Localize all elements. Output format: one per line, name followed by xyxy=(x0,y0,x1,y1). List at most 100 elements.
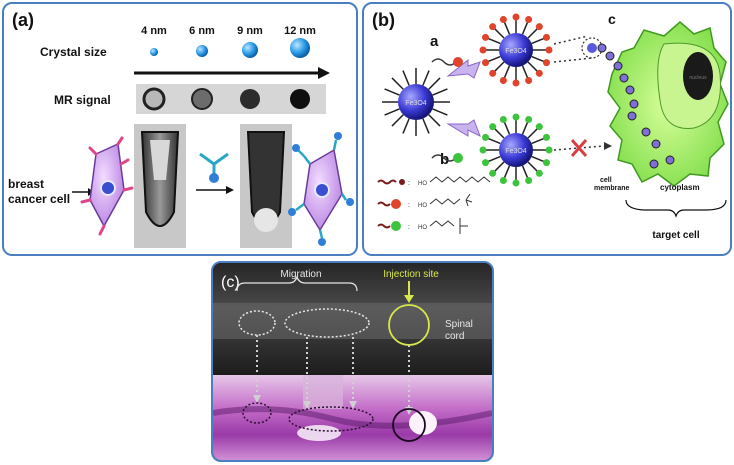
charged-group xyxy=(542,59,550,67)
charged-group xyxy=(525,16,533,24)
ligand-spike xyxy=(527,128,538,139)
route-a-arrow-icon xyxy=(446,58,481,79)
charged-group xyxy=(542,33,550,41)
mr-spot xyxy=(142,87,166,111)
histology-injection-circle xyxy=(392,408,426,442)
targeting-ligand-molecule xyxy=(199,152,229,183)
ligand-spike xyxy=(527,161,538,172)
ligand-spike xyxy=(487,155,501,163)
positive-ligand-head xyxy=(453,57,463,67)
charged-group xyxy=(489,123,497,131)
charged-group xyxy=(499,176,507,184)
ligand-spike xyxy=(503,121,511,135)
histology-slice xyxy=(213,375,492,460)
zoom-nanoparticle xyxy=(587,43,597,53)
panel-a-diagram: Crystal size 4 nm 6 nm 9 nm 12 nm MR sig… xyxy=(8,25,354,248)
breast-cancer-cell xyxy=(80,136,134,236)
charged-group xyxy=(535,169,543,177)
migration-region-1 xyxy=(238,310,276,336)
charged-group xyxy=(512,113,520,121)
migration-bracket xyxy=(236,275,358,292)
mri-tube-before xyxy=(134,124,186,248)
ligand-spike xyxy=(391,114,404,127)
cytoplasm-label: cytoplasm xyxy=(660,183,700,192)
ligand-spike xyxy=(487,55,501,63)
mr-signal-label: MR signal xyxy=(54,93,111,107)
ligand-spike xyxy=(503,165,511,179)
mri-tube-after xyxy=(240,124,292,248)
route-b-arrow-icon xyxy=(446,119,481,138)
ligand-spike xyxy=(428,77,441,90)
charged-group xyxy=(499,76,507,84)
charged-group xyxy=(499,116,507,124)
negative-nanoparticle: Fe3O4 xyxy=(479,113,553,187)
ligand-spike xyxy=(494,161,505,172)
ligand-spike xyxy=(428,114,441,127)
size-label: 6 nm xyxy=(189,25,215,37)
ligand-spike xyxy=(487,37,501,45)
panel-b: (b) Fe3O4 Fe3O4 Fe3O4 xyxy=(362,2,732,256)
svg-text::: : xyxy=(408,224,410,231)
mr-spot xyxy=(240,89,260,109)
ligand-spike xyxy=(422,70,430,86)
svg-text::: : xyxy=(408,180,410,187)
charged-group xyxy=(512,79,520,87)
mr-spot xyxy=(191,88,213,110)
charged-group xyxy=(482,133,490,141)
charged-group xyxy=(489,169,497,177)
ligand-spike xyxy=(503,21,511,35)
ligand-spike xyxy=(527,61,538,72)
ligand-spike xyxy=(494,61,505,72)
charged-group xyxy=(525,116,533,124)
ligand-spike xyxy=(531,155,545,163)
charged-group xyxy=(489,69,497,77)
charged-group xyxy=(535,69,543,77)
nanoparticle-4nm xyxy=(150,48,158,56)
panel-c-label: (c) xyxy=(221,274,240,291)
charged-group xyxy=(479,146,487,154)
arrow-head-icon xyxy=(604,142,612,150)
zoom-link xyxy=(553,35,589,45)
charged-group xyxy=(482,59,490,67)
arrow-head-icon xyxy=(226,186,234,194)
svg-text::: : xyxy=(408,202,410,209)
panel-c: (c) Migration Injection site Spinal cord xyxy=(211,261,494,462)
cell-label-line2: cancer cell xyxy=(8,192,70,206)
ligand-spike xyxy=(531,55,545,63)
injection-site-label: Injection site xyxy=(383,269,439,280)
positive-nanoparticle: Fe3O4 xyxy=(479,13,553,87)
targeted-cancer-cell xyxy=(288,132,354,246)
ligand-a xyxy=(431,58,457,66)
ligand-spike xyxy=(521,21,529,35)
charged-group xyxy=(482,159,490,167)
route-a-label: a xyxy=(430,33,439,50)
mr-spot xyxy=(290,89,310,109)
crystal-size-label: Crystal size xyxy=(40,45,107,59)
ligand-legend: : HO : HO : HO xyxy=(377,176,491,234)
ligand-spike xyxy=(521,165,529,179)
charged-group xyxy=(489,23,497,31)
ligand-spike xyxy=(487,137,501,145)
nucleus xyxy=(683,52,713,100)
charged-group xyxy=(512,179,520,187)
target-cell: nucleus xyxy=(607,21,729,187)
bare-nanoparticle: Fe3O4 xyxy=(382,68,450,136)
negative-ligand-head xyxy=(453,153,463,163)
ligand-spike xyxy=(384,88,400,96)
panel-a: (a) Crystal size 4 nm 6 nm 9 nm 12 nm MR… xyxy=(2,2,358,256)
cell-membrane-label-line1: cell xyxy=(600,177,612,184)
migration-label: Migration xyxy=(280,269,321,280)
charged-group xyxy=(525,176,533,184)
charged-group xyxy=(525,76,533,84)
ligand-prefix: HO xyxy=(418,203,427,209)
size-label: 4 nm xyxy=(141,25,167,37)
charged-group xyxy=(535,23,543,31)
ligand-spike xyxy=(531,37,545,45)
ligand-prefix: HO xyxy=(418,181,427,187)
internalized-nanoparticles xyxy=(597,43,675,169)
cell-label-line1: breast xyxy=(8,177,44,191)
ligand-spike xyxy=(521,65,529,79)
spinal-label-line2: cord xyxy=(445,331,464,342)
ligand-spike xyxy=(391,77,404,90)
ligand-b xyxy=(431,154,457,162)
